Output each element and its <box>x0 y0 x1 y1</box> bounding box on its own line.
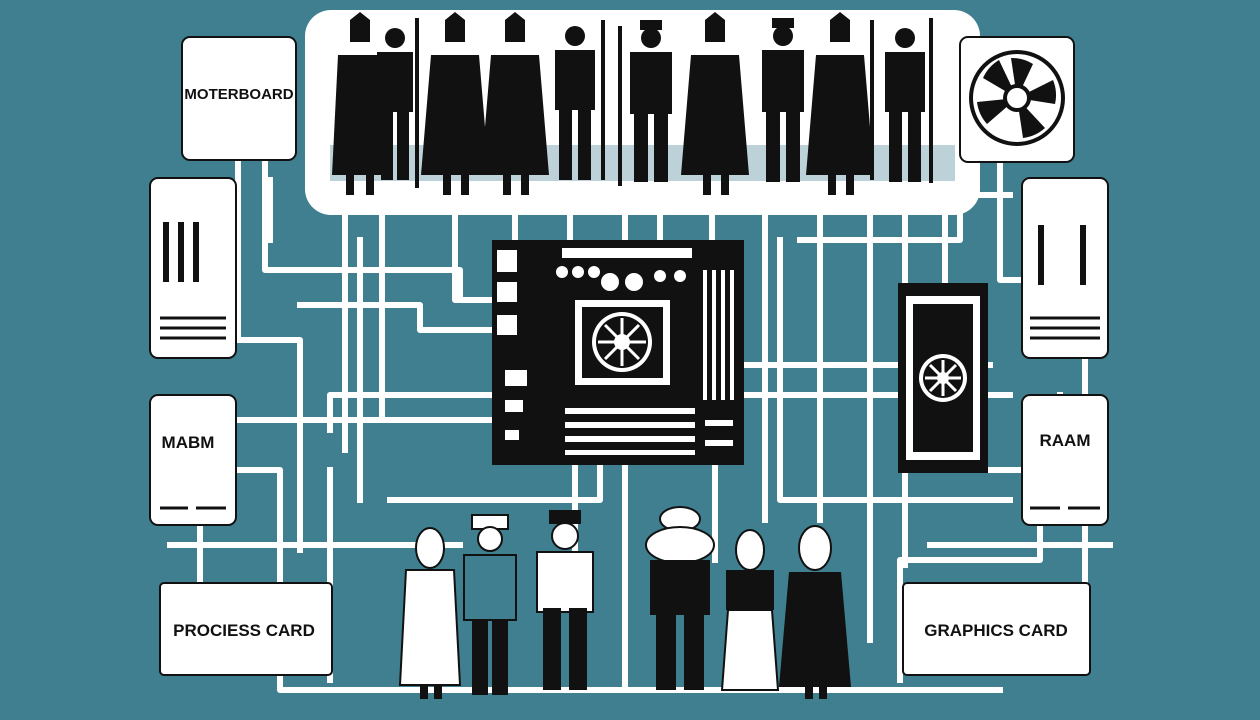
figure-woman-4 <box>681 12 749 195</box>
figure-man-5 <box>885 18 933 183</box>
ram-stick-box-left <box>149 177 237 359</box>
figure-bottom-woman-2 <box>720 529 780 691</box>
figure-woman-2 <box>421 12 489 195</box>
connector-lines <box>167 147 1113 693</box>
figure-bottom-boy <box>463 514 517 695</box>
figure-man-3 <box>618 20 672 186</box>
motherboard-box: MOTERBOARD <box>181 36 297 161</box>
figure-woman-5 <box>806 12 874 195</box>
top-figures-row <box>332 12 933 195</box>
mabm-box: MABM <box>149 394 237 526</box>
raam-box: RAAM <box>1021 394 1109 526</box>
figure-man-1 <box>377 18 419 188</box>
graphics-card-box: GRAPHICS CARD <box>902 582 1091 676</box>
graphics-card-label: GRAPHICS CARD <box>924 621 1068 640</box>
process-card-box: PROCIESS CARD <box>159 582 333 676</box>
fan-icon <box>969 50 1065 146</box>
motherboard-label: MOTERBOARD <box>184 86 293 103</box>
figure-bottom-man <box>536 510 594 690</box>
figure-bottom-woman-3 <box>779 525 851 699</box>
motherboard-icon <box>492 240 744 465</box>
raam-label: RAAM <box>1040 431 1091 450</box>
bottom-figures-row <box>398 506 851 699</box>
ram-stick-box-right <box>1021 177 1109 359</box>
figure-woman-3 <box>481 12 549 195</box>
fan-box <box>959 36 1075 163</box>
figure-man-2 <box>555 20 605 180</box>
figure-man-4 <box>762 18 804 182</box>
process-card-label: PROCIESS CARD <box>173 621 315 640</box>
figure-woman-1 <box>332 12 388 195</box>
ram-slot-icon-right <box>1038 225 1086 285</box>
ram-slot-icon <box>163 222 199 282</box>
mabm-label: MABM <box>162 433 215 452</box>
figure-bottom-bearded-man <box>645 506 715 690</box>
figure-bottom-woman-1 <box>398 527 462 699</box>
graphics-card-icon <box>898 283 988 473</box>
